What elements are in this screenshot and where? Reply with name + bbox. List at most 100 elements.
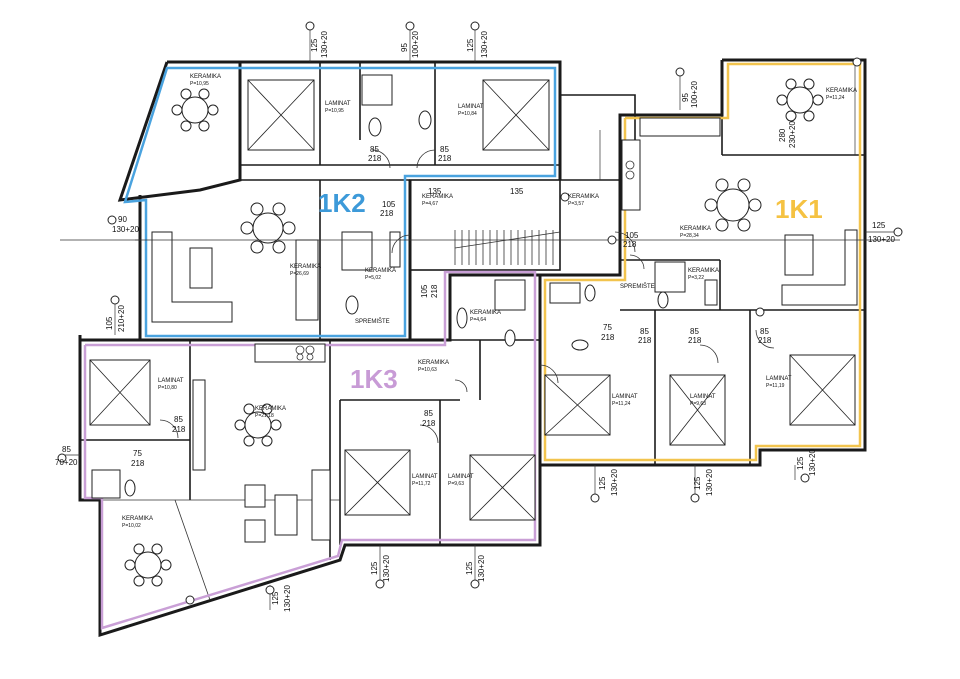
dim-label: 95 [681,93,690,102]
dim-label: 85 [424,409,433,418]
dim-label: 90 [118,215,127,224]
room-area: P=28,34 [680,233,699,239]
room-name: LAMINAT [458,104,484,110]
dim-label: 280 [778,128,787,142]
unit-label-1k3: 1K3 [350,364,398,394]
dim-label: 218 [368,154,382,163]
dim-label: 125 [796,456,805,470]
dim-label: 130+20 [320,31,329,58]
room-area: P=5,02 [365,275,381,281]
dim-label: 130+20 [382,555,391,582]
dim-label: 70+20 [55,458,78,467]
dim-label: 130+20 [705,469,714,496]
room-area: P=11,19 [766,383,785,389]
room-name: KERAMIKA [422,194,453,200]
dim-label: 105 [625,231,639,240]
unit-label-1k1: 1K1 [775,194,823,224]
bed-symbols [89,79,856,521]
room-name: LAMINAT [158,378,184,384]
dim-label: 130+20 [868,235,895,244]
dim-label: 105 [382,200,396,209]
dim-label: 105 [420,284,429,298]
dim-label: 85 [440,145,449,154]
furniture [91,74,858,543]
dim-label: 125 [271,591,280,605]
room-name: LAMINAT [412,474,438,480]
room-area: P=10,95 [325,108,344,114]
unit-1k2-outline [123,66,557,338]
dimension-labels: 125 130+20 95 100+20 125 130+20 95 100+2… [55,31,895,612]
dim-label: 130+20 [283,585,292,612]
room-area: P=4,64 [470,317,486,323]
room-name: KERAMIKA [470,310,501,316]
dim-label: 125 [465,561,474,575]
dim-label: 75 [133,449,142,458]
dim-label: 218 [438,154,452,163]
dim-label: 130+20 [112,225,139,234]
dim-label: 218 [430,284,439,298]
dim-label: 125 [872,221,886,230]
dim-label: 218 [601,333,615,342]
room-area: P=21,18 [255,413,274,419]
room-name: LAMINAT [612,394,638,400]
dining-tables [124,78,824,587]
room-area: P=26,69 [290,271,309,277]
room-name: KERAMIKA [418,360,449,366]
room-area: P=10,80 [158,385,177,391]
room-name: SPREMIŠTE [620,283,655,290]
dim-label: 105 [105,316,114,330]
dim-label: 218 [172,425,186,434]
room-name: KERAMIKA [122,516,153,522]
room-area: P=10,63 [418,367,437,373]
dim-label: 218 [758,336,772,345]
room-area: P=11,72 [412,481,431,487]
dim-label: 218 [688,336,702,345]
dim-label: 85 [760,327,769,336]
room-name: KERAMIKA [680,226,711,232]
room-area: P=3,57 [568,201,584,207]
dim-label: 218 [623,240,637,249]
room-area: P=4,67 [422,201,438,207]
room-name: LAMINAT [448,474,474,480]
dim-label: 130+20 [477,555,486,582]
room-name: KERAMIKA [826,88,857,94]
dim-label: 85 [640,327,649,336]
room-area: P=10,95 [190,81,209,87]
room-area: P=10,84 [458,111,477,117]
dim-label: 130+20 [808,449,817,476]
dim-label: 100+20 [411,31,420,58]
room-area: P=11,24 [826,95,845,101]
dim-label: 125 [370,561,379,575]
room-name: LAMINAT [766,376,792,382]
dim-label: 95 [400,43,409,52]
dimension-markers [57,21,903,605]
dimension-lines [60,30,900,610]
room-name: KERAMIKA [290,264,321,270]
room-name: LAMINAT [690,394,716,400]
dim-label: 218 [380,209,394,218]
room-name: KERAMIKA [365,268,396,274]
dim-label: 135 [428,187,442,196]
dim-label: 125 [310,38,319,52]
dim-label: 130+20 [610,469,619,496]
dim-label: 75 [603,323,612,332]
room-area: P=9,63 [448,481,464,487]
dim-label: 125 [693,476,702,490]
room-name: SPREMIŠTE [355,318,390,325]
room-area: P=3,22 [688,275,704,281]
room-labels: KERAMIKA P=10,95 LAMINAT P=10,95 LAMINAT… [122,74,857,529]
dim-label: 125 [598,476,607,490]
room-name: KERAMIKA [190,74,221,80]
dim-label: 230+20 [788,121,797,148]
room-name: KERAMIKA [568,194,599,200]
dim-label: 100+20 [690,81,699,108]
dim-label: 85 [370,145,379,154]
unit-1k1-outline [543,62,862,462]
dim-label: 85 [174,415,183,424]
dim-label: 85 [690,327,699,336]
room-area: P=10,02 [122,523,141,529]
dim-label: 210+20 [117,305,126,332]
room-name: LAMINAT [325,101,351,107]
dim-label: 218 [131,459,145,468]
